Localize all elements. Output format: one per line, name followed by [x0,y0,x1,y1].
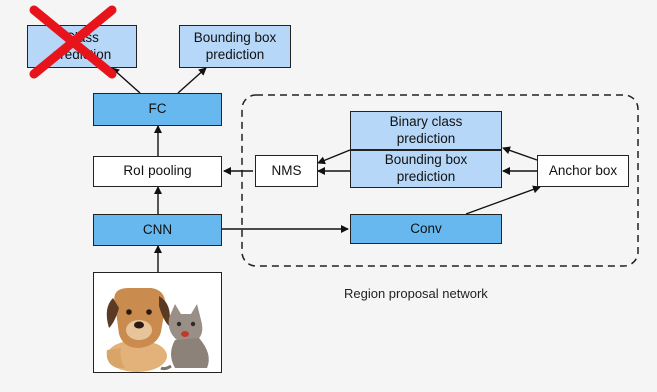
arrow-binary-to-nms [317,149,351,165]
arrow-fc-to-class [111,67,141,94]
nms-box: NMS [255,155,318,187]
rpn-caption: Region proposal network [344,286,488,301]
input-image-frame [93,272,222,373]
cnn-box: CNN [93,214,222,246]
roi-pooling-box: RoI pooling [93,156,222,187]
arrow-anchor-to-binary [502,146,538,161]
rpn-region-boundary [241,94,639,267]
binary-class-prediction-box: Binary class prediction [350,111,502,150]
arrow-conv-to-anchor [465,185,541,215]
conv-box: Conv [350,214,502,244]
arrow-fc-to-bbox [177,67,207,94]
bbox-prediction-rpn-box: Bounding box prediction [350,150,502,188]
anchor-box-box: Anchor box [537,155,629,187]
fc-box: FC [93,93,222,126]
bbox-prediction-top-box: Bounding box prediction [179,25,291,68]
puppy-and-kitten-image [94,273,221,372]
